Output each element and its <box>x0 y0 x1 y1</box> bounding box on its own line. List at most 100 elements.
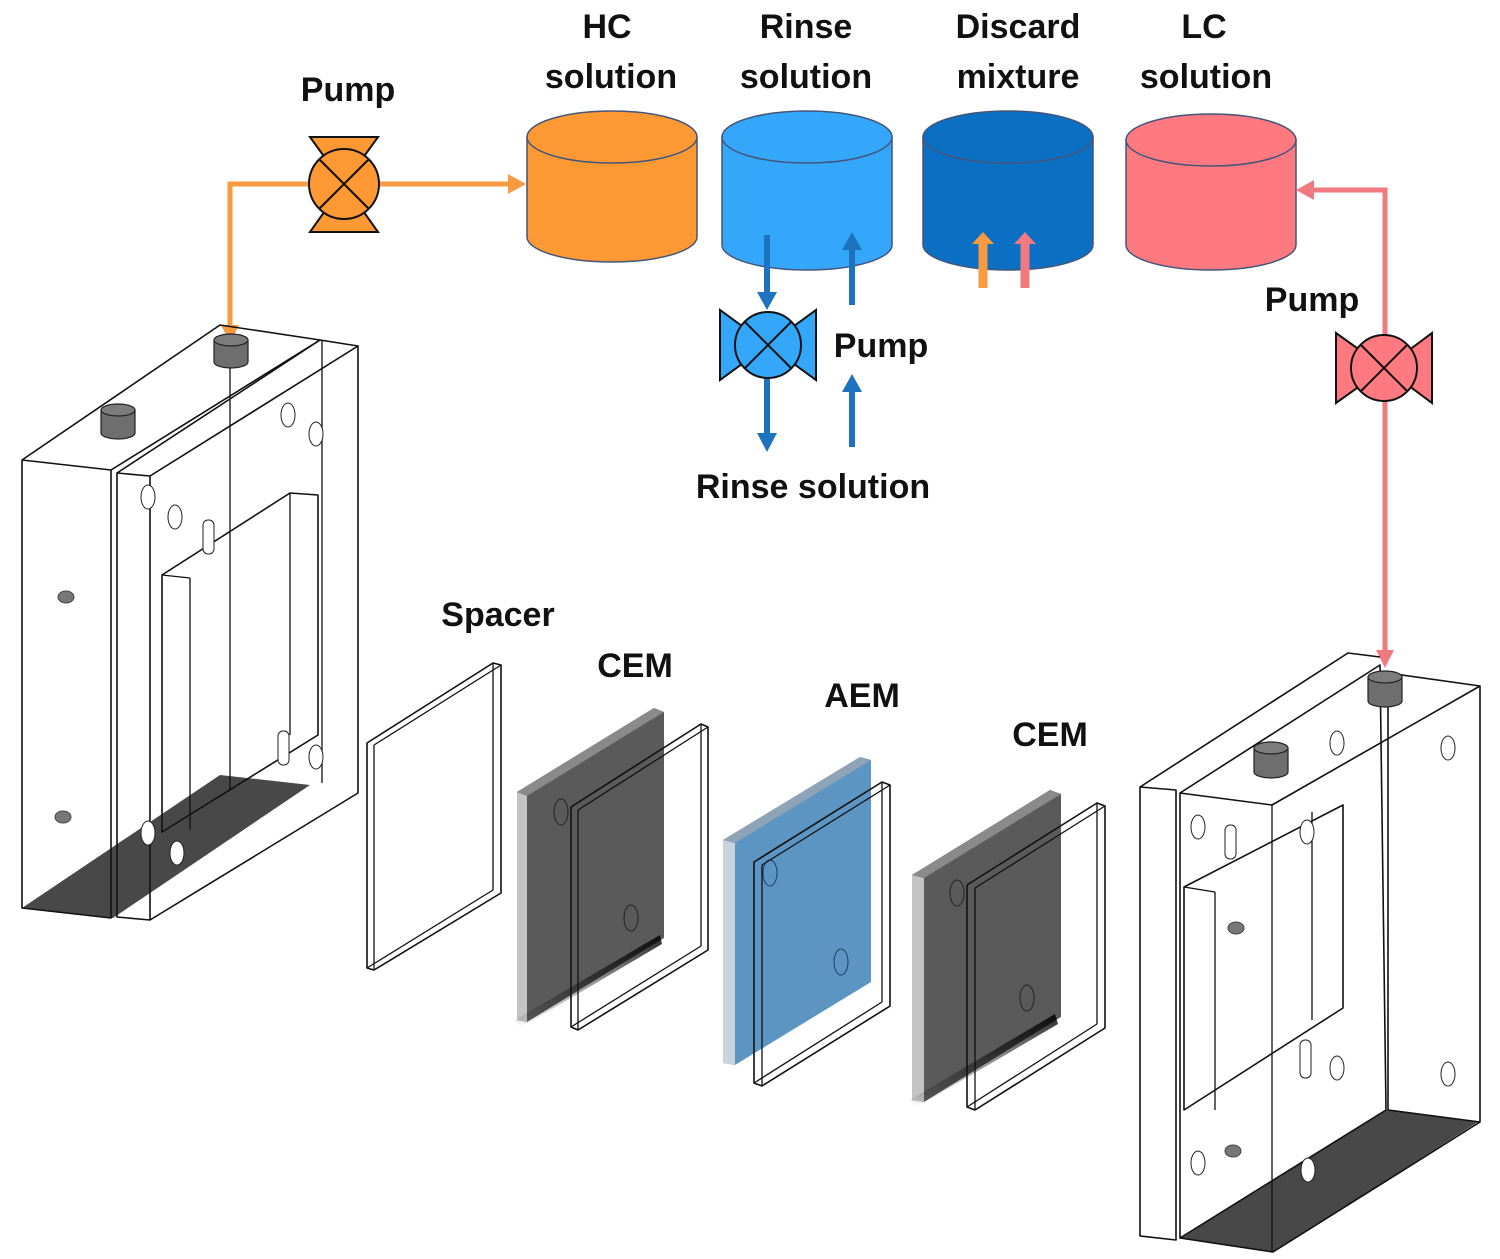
right-plate-port-inlet <box>1367 670 1403 708</box>
rinse-tank <box>721 110 893 271</box>
port-cap <box>1367 670 1403 684</box>
cem-left-face <box>517 708 664 1022</box>
cem-left-label: CEM <box>597 647 673 685</box>
rinse-tank-label-line2: solution <box>740 58 872 96</box>
cem-left-hole <box>623 904 639 932</box>
hc-tank-label-line1: HC <box>582 8 631 46</box>
rinse-pump-cross <box>744 321 792 369</box>
hc-tank-label-line2: solution <box>545 58 677 96</box>
right-end-plate <box>1139 652 1481 1253</box>
hc-pump-icon <box>308 136 380 233</box>
left-plate-port-inlet <box>213 333 249 369</box>
cem-left-shadow <box>515 935 662 1028</box>
spacer-edge <box>366 889 494 969</box>
left-plate-bolt-hole <box>54 810 72 824</box>
right-plate-hole <box>1329 1055 1345 1081</box>
aem-membrane <box>723 757 871 1065</box>
cem-right-label: CEM <box>1012 716 1088 754</box>
port-cylinder <box>1367 676 1403 708</box>
port-cylinder <box>213 339 249 369</box>
lc-tank-top <box>1125 113 1297 167</box>
hc-discard-arrowhead <box>972 232 994 244</box>
lc-tank-label-line1: LC <box>1181 8 1226 46</box>
hc-tank <box>526 110 698 263</box>
left-plate-hole <box>308 744 324 770</box>
left-plate-recess <box>161 492 319 833</box>
lc-flow-line <box>1296 180 1394 668</box>
discard-tank-top <box>922 110 1094 164</box>
rinse-tank-top <box>721 110 893 164</box>
hc-pump-label: Pump <box>301 71 395 109</box>
hc-pump-cross <box>318 158 370 210</box>
lc-tank-label-line2: solution <box>1140 58 1272 96</box>
rinse-return-arrowhead <box>842 232 862 250</box>
gasket-edge <box>966 1023 1098 1108</box>
left-plate-hole <box>167 504 183 530</box>
lc-discard-arrowhead <box>1014 232 1036 244</box>
left-plate-top-face <box>21 324 321 471</box>
right-plate-hole <box>1329 730 1345 756</box>
lc-pump-icon <box>1335 331 1433 405</box>
right-plate-floor <box>1180 1110 1478 1252</box>
gasket-edge <box>753 1001 883 1084</box>
spacer-frame <box>366 662 502 971</box>
cem-left-hole <box>553 798 569 826</box>
aem-label: AEM <box>824 677 900 715</box>
cem-right-gasket <box>966 802 1106 1111</box>
gasket-edge <box>577 726 709 811</box>
hc-pipe-arrowhead-right <box>508 174 526 194</box>
hc-flow-line <box>221 174 526 343</box>
rinse-pump-icon <box>719 308 817 382</box>
lc-pipe-arrowhead-down <box>1376 650 1394 668</box>
right-plate-top-edge <box>1271 685 1481 806</box>
right-plate-recess-edge <box>1183 886 1216 893</box>
right-plate-hole <box>1300 1157 1316 1183</box>
left-plate-hole <box>140 484 156 510</box>
rinse-flow-lines <box>757 232 862 452</box>
right-plate-hole <box>1440 735 1456 761</box>
left-plate-port-outlet <box>100 403 136 440</box>
left-plate-hole <box>140 820 156 846</box>
rinse-pump-label: Pump <box>834 327 928 365</box>
right-plate-hole <box>1299 819 1315 845</box>
right-plate-hole <box>1190 814 1206 840</box>
left-plate-bolt-hole <box>57 590 75 604</box>
aem-face <box>723 757 871 1065</box>
left-plate-hole <box>308 421 324 447</box>
right-plate-recess <box>1183 804 1344 1111</box>
lc-tank <box>1125 113 1297 271</box>
right-plate-back-top <box>1139 652 1381 788</box>
port-cap <box>1253 741 1289 755</box>
left-plate-floor <box>22 775 310 918</box>
gasket-edge <box>570 945 702 1028</box>
aem-gasket <box>753 781 891 1087</box>
hc-tank-top <box>526 110 698 164</box>
rinse-drain-arrowhead <box>757 433 777 452</box>
aem-top-edge <box>723 757 871 843</box>
cem-right-face <box>912 790 1061 1102</box>
left-plate-front-face <box>21 459 112 919</box>
discard-tank-label-line1: Discard <box>956 8 1081 46</box>
port-cap <box>213 333 249 347</box>
gasket-edge <box>761 784 891 866</box>
port-cylinder <box>1253 747 1289 779</box>
aem-hole <box>833 948 849 976</box>
cem-left-membrane <box>515 708 664 1028</box>
discard-tank-label-line2: mixture <box>957 58 1080 96</box>
discard-inflow-arrows <box>972 232 1036 288</box>
tank-labels: HC solution Rinse solution Discard mixtu… <box>545 8 1272 96</box>
cem-right-shadow <box>910 1014 1058 1108</box>
left-plate-pin <box>202 519 215 555</box>
lc-pump-cross <box>1360 344 1408 392</box>
right-plate-back-edge <box>1139 786 1177 1241</box>
hc-pipe-to-pump <box>227 181 308 335</box>
cem-left-top-edge <box>517 708 664 796</box>
spacer-edge <box>373 664 502 746</box>
lc-pipe-arrowhead-left <box>1296 180 1314 200</box>
right-plate-bolt-hole <box>1227 921 1245 935</box>
cem-right-hole <box>1019 984 1035 1012</box>
left-plate-hole <box>169 840 185 866</box>
cem-right-hole <box>949 879 965 907</box>
spacer <box>366 662 502 971</box>
rinse-source-label: Rinse solution <box>696 468 930 506</box>
